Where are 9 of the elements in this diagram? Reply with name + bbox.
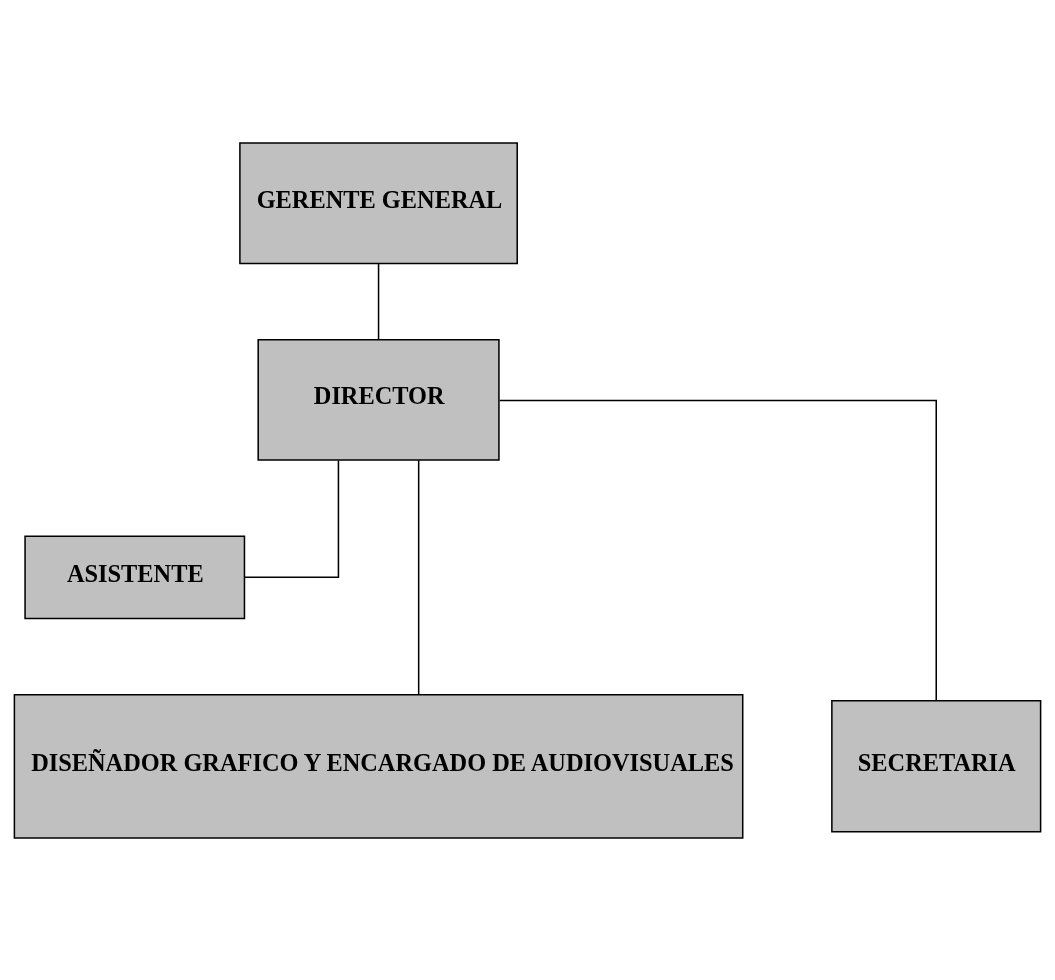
connector <box>244 459 340 578</box>
node-box: SECRETARIA <box>831 699 1042 833</box>
connector <box>417 459 420 695</box>
node-box: DISEÑADOR GRAFICO Y ENCARGADO DE AUDIOVISUALES <box>13 693 744 839</box>
node-box: GERENTE GENERAL <box>239 141 518 264</box>
connector <box>377 262 380 340</box>
connector <box>498 399 937 701</box>
node-box: DIRECTOR <box>257 338 500 461</box>
node-box: ASISTENTE <box>24 534 246 619</box>
